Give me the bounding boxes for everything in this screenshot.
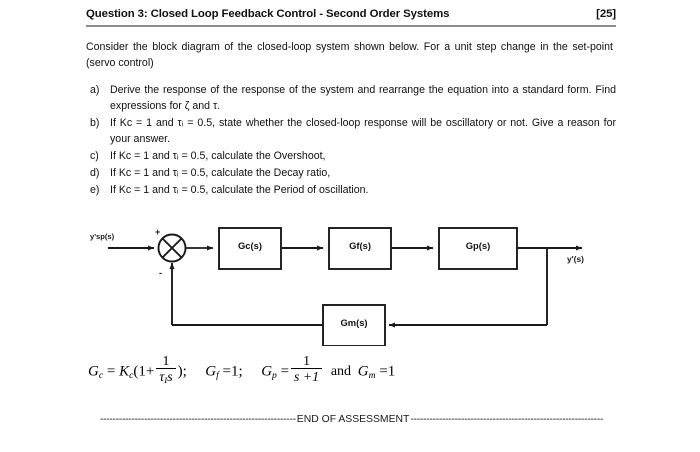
question-header: Question 3: Closed Loop Feedback Control… bbox=[86, 8, 616, 20]
intro-paragraph: Consider the block diagram of the closed… bbox=[86, 41, 613, 70]
list-item-text: If Kc = 1 and τᵢ = 0.5, calculate the Pe… bbox=[110, 183, 369, 196]
gf-value: =1; bbox=[222, 363, 243, 380]
question-list: a) Derive the response of the response o… bbox=[86, 83, 616, 198]
kc-subscript: c bbox=[129, 369, 134, 381]
conjunction-and: and bbox=[330, 364, 352, 380]
tau-subscript: I bbox=[164, 375, 168, 386]
title-divider bbox=[86, 25, 616, 27]
block-final-control-element bbox=[328, 227, 392, 270]
list-item: a) Derive the response of the response o… bbox=[86, 83, 616, 115]
gc-symbol: G bbox=[88, 363, 99, 380]
marks-badge: [25] bbox=[596, 8, 616, 20]
gm-subscript: m bbox=[368, 369, 376, 381]
assessment-footer: ----------------------------------------… bbox=[88, 414, 615, 425]
list-item: e) If Kc = 1 and τᵢ = 0.5, calculate the… bbox=[86, 183, 616, 199]
block-diagram: y'sp(s) + - Gc(s) Gf(s) Gp(s) Gm(s) y'(s… bbox=[86, 218, 616, 346]
list-item-text: If Kc = 1 and τᵢ = 0.5, calculate the De… bbox=[110, 166, 331, 179]
setpoint-label: y'sp(s) bbox=[90, 232, 115, 241]
tau-symbol: τ bbox=[159, 369, 165, 385]
close-paren: ); bbox=[177, 363, 187, 380]
gc-subscript: c bbox=[98, 369, 104, 381]
document-content: Question 3: Closed Loop Feedback Control… bbox=[86, 8, 616, 199]
block-label-final-control-element: Gf(s) bbox=[349, 240, 371, 251]
block-label-controller: Gc(s) bbox=[238, 240, 262, 251]
block-label-process: Gp(s) bbox=[465, 240, 491, 251]
list-item: d) If Kc = 1 and τᵢ = 0.5, calculate the… bbox=[86, 166, 616, 182]
block-process bbox=[438, 227, 518, 270]
list-item-marker: b) bbox=[90, 116, 100, 129]
list-item-text: If Kc = 1 and τᵢ = 0.5, calculate the Ov… bbox=[110, 149, 326, 162]
gm-value: =1 bbox=[379, 363, 396, 380]
summing-junction bbox=[157, 233, 187, 263]
open-paren: (1+ bbox=[133, 363, 155, 380]
footer-dashes-left: ----------------------------------------… bbox=[99, 414, 296, 425]
equals-sign-2: = bbox=[280, 363, 290, 380]
footer-dashes-right: ----------------------------------------… bbox=[410, 414, 604, 425]
list-item-marker: e) bbox=[90, 183, 100, 196]
kc-symbol: K bbox=[119, 363, 130, 380]
list-item: c) If Kc = 1 and τᵢ = 0.5, calculate the… bbox=[86, 149, 616, 165]
gp-symbol: G bbox=[261, 363, 273, 380]
gf-symbol: G bbox=[205, 363, 217, 380]
list-item-marker: d) bbox=[90, 166, 100, 179]
list-item-text: If Kc = 1 and τᵢ = 0.5, state whether th… bbox=[110, 116, 616, 145]
gm-symbol: G bbox=[357, 363, 369, 380]
s-symbol: s bbox=[167, 369, 173, 385]
block-measurement bbox=[322, 304, 386, 346]
fraction-numerator: 1 bbox=[303, 353, 311, 368]
gf-subscript: f bbox=[216, 369, 219, 381]
list-item: b) If Kc = 1 and τᵢ = 0.5, state whether… bbox=[86, 116, 616, 148]
equals-sign-1: = bbox=[106, 363, 116, 380]
block-controller bbox=[218, 227, 282, 270]
gp-subscript: p bbox=[272, 369, 277, 381]
page-title: Question 3: Closed Loop Feedback Control… bbox=[86, 8, 450, 20]
fraction-denominator: τIs bbox=[156, 368, 176, 386]
sum-minus-sign: - bbox=[159, 268, 162, 278]
block-label-measurement: Gm(s) bbox=[340, 317, 368, 328]
fraction-numerator: 1 bbox=[162, 352, 170, 368]
fraction-denominator: s +1 bbox=[291, 368, 323, 385]
list-item-marker: a) bbox=[90, 84, 100, 97]
list-item-text: Derive the response of the response of t… bbox=[110, 84, 616, 113]
list-item-marker: c) bbox=[90, 149, 99, 162]
sum-plus-sign: + bbox=[155, 227, 161, 237]
footer-label: END OF ASSESSMENT bbox=[296, 414, 410, 425]
output-label: y'(s) bbox=[567, 254, 584, 264]
